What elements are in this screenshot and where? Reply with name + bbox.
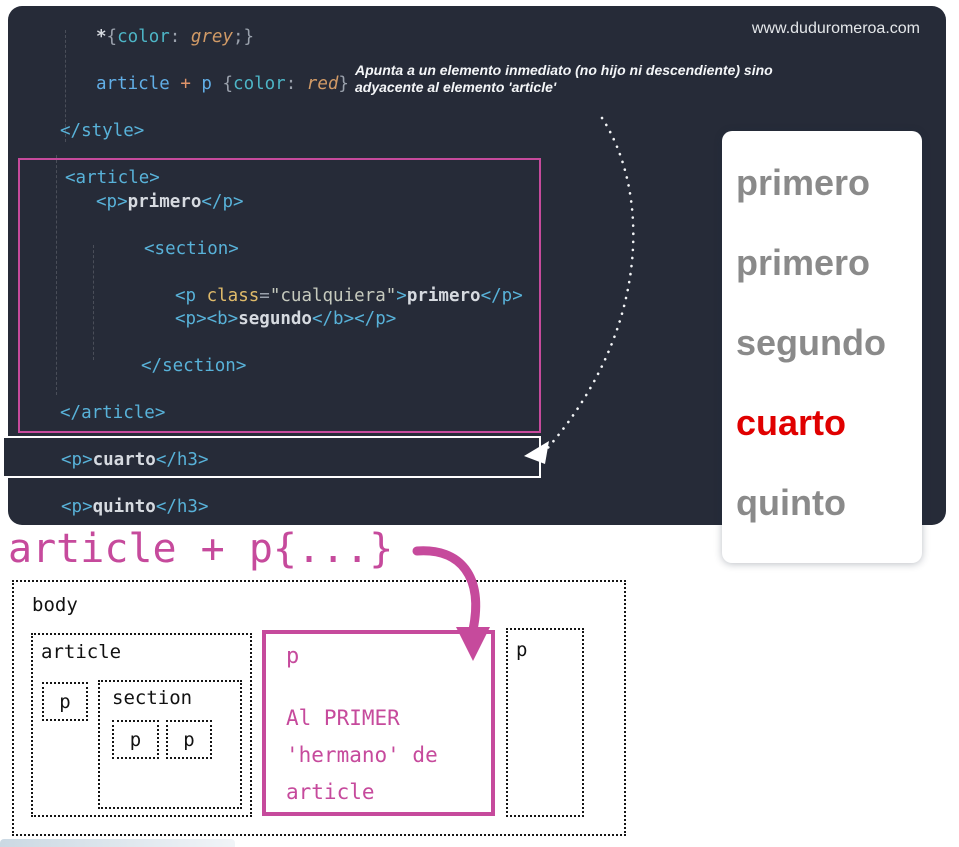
section-p2-label: p — [183, 728, 195, 751]
code-token: <p — [175, 285, 207, 306]
indent-guide-css — [65, 30, 66, 142]
code-token: <p> — [61, 450, 93, 470]
indent-guide-article — [56, 155, 57, 395]
site-url: www.duduromeroa.com — [751, 20, 920, 37]
section-box: section p p — [98, 680, 242, 809]
section-label: section — [112, 687, 193, 709]
code-token: = — [259, 285, 270, 306]
target-p-box: p Al PRIMER 'hermano' de article — [262, 630, 495, 816]
rendered-output-panel: primero primero segundo cuarto quinto — [722, 131, 922, 563]
article-p-label: p — [59, 690, 71, 713]
code-line: <p>cuarto</h3> — [8, 449, 946, 473]
code-token: { — [211, 74, 234, 94]
article-box: article p section p p — [31, 633, 252, 817]
code-token: { — [106, 27, 118, 47]
code-token — [191, 74, 202, 94]
code-token: </article> — [60, 403, 166, 423]
code-token: : — [285, 74, 307, 94]
code-token: + — [180, 74, 191, 94]
body-label: body — [32, 594, 78, 616]
article-label: article — [41, 641, 122, 663]
target-p-note: Al PRIMER 'hermano' de article — [286, 700, 438, 811]
code-line: article + p {color: red} — [8, 73, 946, 97]
annotation-line-2: adyacente al elemento 'article' — [355, 79, 557, 95]
article-code-highlight-box — [18, 158, 541, 433]
code-token: <p> — [61, 497, 93, 517]
section-p-box-1: p — [112, 720, 159, 759]
code-token: </h3> — [155, 450, 209, 470]
code-block: *{color: grey;}article + p {color: red}<… — [8, 26, 946, 520]
section-p-box-2: p — [166, 720, 212, 759]
code-token: "cualquiera" — [269, 285, 397, 306]
code-token: </p> — [201, 191, 244, 212]
section-p1-label: p — [129, 728, 142, 751]
code-token: > — [396, 285, 407, 306]
annotation-line-1: Apunta a un elemento inmediato (no hijo … — [355, 62, 773, 78]
code-line: </style> — [8, 120, 946, 144]
code-line: <p class="cualquiera">primero</p> — [8, 285, 946, 309]
code-token: </b></p> — [311, 309, 397, 329]
code-token: </h3> — [155, 497, 209, 517]
code-token: color — [233, 74, 286, 94]
rendered-text-item: segundo — [736, 322, 886, 363]
code-token — [170, 74, 181, 94]
dom-diagram: body article p section p p p Al PRIMER 'h… — [12, 580, 626, 836]
code-token: quinto — [92, 497, 156, 517]
code-token: <section> — [144, 238, 239, 259]
code-token: <article> — [65, 168, 160, 188]
selector-title: article + p{...} — [8, 526, 394, 572]
article-p-box: p — [42, 682, 88, 721]
cuarto-line-highlight-box — [2, 436, 541, 478]
code-token: </section> — [141, 356, 247, 376]
rendered-text-item: primero — [736, 162, 871, 203]
code-line: <p>quinto</h3> — [8, 496, 946, 520]
code-token: </p> — [480, 285, 523, 306]
rendered-text-item: primero — [736, 242, 871, 283]
code-token: ;} — [233, 27, 255, 47]
rendered-text-item: cuarto — [736, 402, 847, 443]
code-token: } — [338, 74, 349, 94]
code-token: cuarto — [92, 450, 156, 470]
code-line: <section> — [8, 238, 946, 262]
target-note-line: 'hermano' de — [286, 743, 438, 767]
sibling-p-label: p — [516, 639, 528, 661]
code-token: <p><b> — [175, 309, 239, 329]
code-token: primero — [127, 191, 202, 212]
code-line: <article> — [8, 167, 946, 191]
target-note-line: Al PRIMER — [286, 706, 400, 730]
code-line — [8, 97, 946, 121]
cropped-element-edge — [0, 839, 235, 847]
code-token: class — [206, 285, 260, 306]
code-token: article — [96, 74, 170, 94]
code-token: <p> — [96, 191, 128, 212]
code-line: <p>primero</p> — [8, 191, 946, 215]
rendered-text-item: quinto — [736, 482, 846, 523]
code-token: color — [117, 27, 170, 47]
code-line: </article> — [8, 402, 946, 426]
code-token: segundo — [238, 309, 312, 329]
target-p-label: p — [286, 644, 300, 669]
code-line: *{color: grey;} — [8, 26, 946, 50]
code-token: grey — [190, 27, 234, 47]
code-token: * — [96, 27, 107, 47]
body-box: body article p section p p p Al PRIMER 'h… — [12, 580, 626, 836]
code-line: </section> — [8, 355, 946, 379]
sibling-p-box: p — [506, 628, 584, 817]
target-note-line: article — [286, 780, 375, 804]
code-token: primero — [406, 285, 481, 306]
code-line: <p><b>segundo</b></p> — [8, 308, 946, 332]
code-token: </style> — [60, 121, 145, 141]
code-token: : — [169, 27, 191, 47]
selector-annotation: Apunta a un elemento inmediato (no hijo … — [355, 62, 815, 96]
indent-guide-section — [93, 245, 94, 360]
code-token: p — [201, 74, 212, 94]
code-token: red — [306, 74, 339, 94]
